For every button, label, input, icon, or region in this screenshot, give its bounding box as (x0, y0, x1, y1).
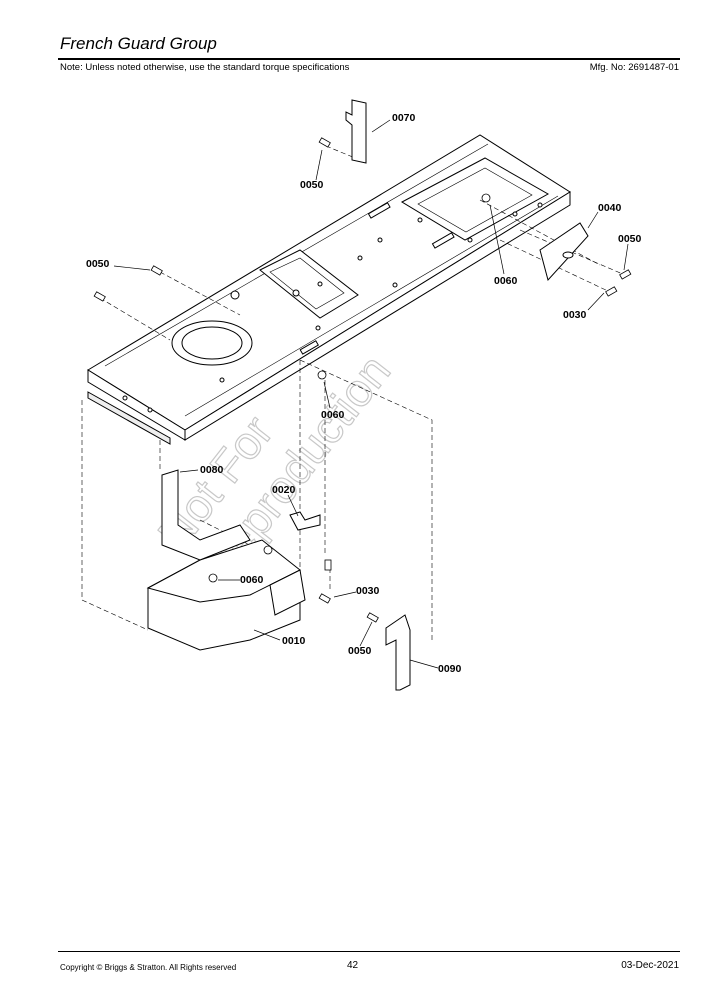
callout-0050-left: 0050 (86, 258, 110, 270)
callout-0030-right: 0030 (563, 309, 587, 321)
callout-0020: 0020 (272, 484, 296, 496)
bolts (93, 137, 632, 623)
callout-leaders (113, 119, 629, 669)
bracket-0080 (161, 469, 251, 561)
bracket-0090 (385, 614, 411, 691)
page-title: French Guard Group (60, 34, 217, 53)
callout-0030-low: 0030 (356, 585, 380, 597)
frame-part (87, 134, 571, 445)
nuts (208, 193, 491, 583)
callout-0080: 0080 (200, 464, 224, 476)
callout-0050-low: 0050 (348, 645, 372, 657)
guard-0010 (146, 539, 306, 651)
header-rule (58, 58, 680, 60)
callout-0060-mid: 0060 (321, 409, 345, 421)
callout-0010: 0010 (282, 635, 306, 647)
callout-0050-top: 0050 (300, 179, 324, 191)
page-number: 42 (347, 960, 359, 971)
mfg-number: Mfg. No: 2691487-01 (589, 62, 679, 73)
callout-0050-right: 0050 (618, 233, 642, 245)
bracket-0020 (289, 511, 321, 531)
callout-0070: 0070 (392, 112, 416, 124)
bracket-0070 (345, 99, 367, 164)
callout-0040: 0040 (598, 202, 622, 214)
plate-0040 (539, 222, 589, 282)
footer-date: 03-Dec-2021 (621, 960, 679, 971)
copyright-text: Copyright © Briggs & Stratton. All Right… (60, 963, 237, 972)
torque-note: Note: Unless noted otherwise, use the st… (60, 62, 350, 73)
callout-0060-right: 0060 (494, 275, 518, 287)
callout-0090: 0090 (438, 663, 462, 675)
footer-rule (58, 951, 680, 952)
callout-0060-low: 0060 (240, 574, 264, 586)
